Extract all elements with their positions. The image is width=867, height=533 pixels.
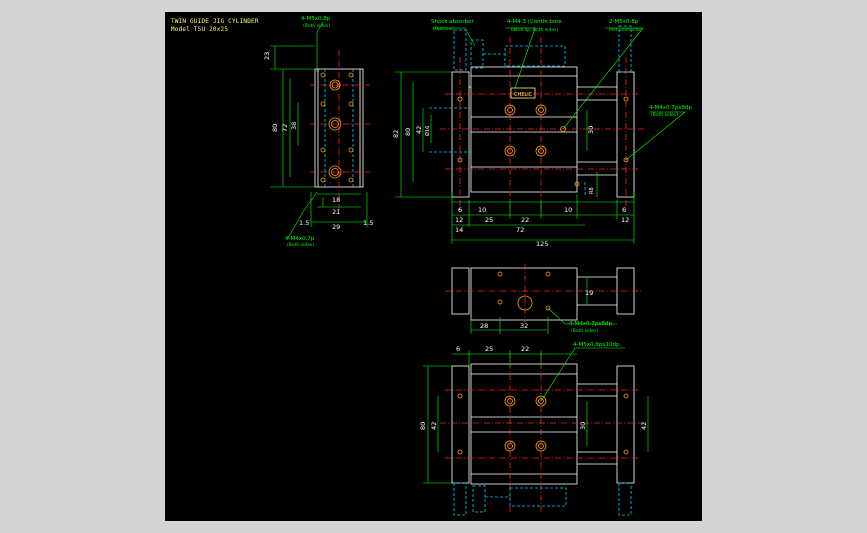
- dim-bot-6: 6: [456, 345, 460, 353]
- dim-front-r8: R8: [589, 187, 595, 194]
- drawing-title: TWIN GUIDE JIG CYLINDER: [171, 18, 259, 25]
- dim-bot-22: 22: [521, 345, 529, 353]
- side-view-holes: [320, 72, 354, 183]
- dim-front-125: 125: [536, 240, 548, 248]
- dim-front-72: 72: [516, 226, 524, 234]
- dim-mid-28: 28: [480, 322, 488, 330]
- dim-front-22: 22: [521, 216, 529, 224]
- dim-side-80: 80: [271, 124, 279, 132]
- dim-side-1-5-left: 1.5: [299, 219, 309, 227]
- dim-side-18: 18: [332, 196, 340, 204]
- dim-front-25: 25: [485, 216, 493, 224]
- dim-bot-25: 25: [485, 345, 493, 353]
- dim-side-38: 38: [290, 122, 298, 130]
- side-view: [270, 21, 370, 239]
- bottom-view: [423, 347, 649, 516]
- bottom-view-holes: [457, 393, 629, 455]
- dim-side-21: 21: [332, 208, 340, 216]
- model-label: Model: [171, 26, 191, 33]
- front-view-body: [470, 66, 578, 193]
- dim-side-29: 29: [332, 223, 340, 231]
- model-value: TSU 20x25: [193, 26, 229, 33]
- dim-side-72: 72: [281, 124, 289, 132]
- callout-shock: Shock absorber: [431, 19, 475, 25]
- dim-front-10-right: 10: [564, 206, 572, 214]
- front-view-holes: [457, 96, 629, 187]
- callout-side-top-sub: (Both sides): [303, 23, 330, 29]
- technical-drawing: 4-M5x0.8p (Both sides) 4-M4x0.7p (Both s…: [263, 16, 692, 516]
- callout-shock-sub: (Options): [433, 26, 454, 32]
- callout-side-top: 4-M5x0.8p: [301, 16, 331, 22]
- callout-counterbore-sub: 6Øx4.5p, Both sides): [511, 26, 558, 33]
- callout-port-sub: Port connector: [609, 27, 642, 33]
- nameplate: [510, 87, 536, 99]
- dim-front-phi: Ø16: [424, 126, 431, 136]
- callout-port: 2-M5x0.8p: [609, 19, 639, 25]
- callout-mid-holes: 4-M4x0.7px8dp: [569, 321, 612, 327]
- cad-viewport: TWIN GUIDE JIG CYLINDER Model TSU 20x25: [165, 12, 702, 521]
- dim-front-6-right: 6: [622, 206, 626, 214]
- dim-bot-80: 80: [419, 422, 427, 430]
- dim-front-10: 10: [478, 206, 486, 214]
- callout-right-holes-sub: (Both sides): [651, 112, 678, 118]
- dim-mid-19: 19: [585, 289, 593, 297]
- callout-counterbore: 4-M4.3 (Cantle bore: [507, 19, 562, 25]
- bottom-view-body: [470, 363, 578, 485]
- dim-front-30: 30: [587, 126, 595, 134]
- callout-bottom-holes: 4-M5x0.8px10dp.: [573, 342, 621, 348]
- dim-bot-30: 30: [579, 422, 587, 430]
- dim-front-12-left: 12: [455, 216, 463, 224]
- callout-mid-holes-sub: (Both sides): [571, 328, 598, 334]
- dim-bot-42: 42: [430, 422, 438, 430]
- callout-right-holes: 4-M4x0.7px8dp: [649, 105, 692, 111]
- dim-front-80: 80: [404, 128, 412, 136]
- front-view: [395, 25, 686, 244]
- dim-bot-42-right: 42: [640, 422, 648, 430]
- dim-front-14: 14: [455, 226, 463, 234]
- dim-front-12-right: 12: [621, 216, 629, 224]
- callout-side-bottom-sub: (Both sides): [287, 242, 314, 248]
- middle-view-body: [470, 267, 578, 321]
- dim-side-23: 23: [263, 52, 271, 60]
- dim-front-6: 6: [458, 206, 462, 214]
- callout-side-bottom: 4-M4x0.7p: [285, 236, 315, 242]
- dim-mid-32: 32: [520, 322, 528, 330]
- dim-front-82: 82: [392, 130, 400, 138]
- dim-front-42: 42: [415, 126, 423, 134]
- dim-side-1-5-right: 1.5: [363, 219, 373, 227]
- nameplate-text: CHELIC: [514, 92, 533, 98]
- middle-view: [445, 264, 643, 334]
- model-line: Model TSU 20x25: [171, 26, 228, 33]
